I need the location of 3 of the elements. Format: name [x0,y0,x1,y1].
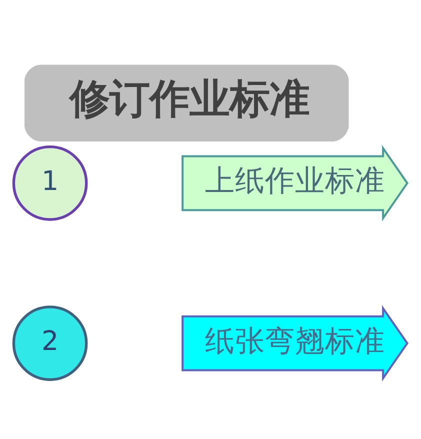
node-circle: 1 [12,146,88,221]
node-circle: 2 [12,306,88,381]
diagram-title: 修订作业标准 [69,76,310,123]
